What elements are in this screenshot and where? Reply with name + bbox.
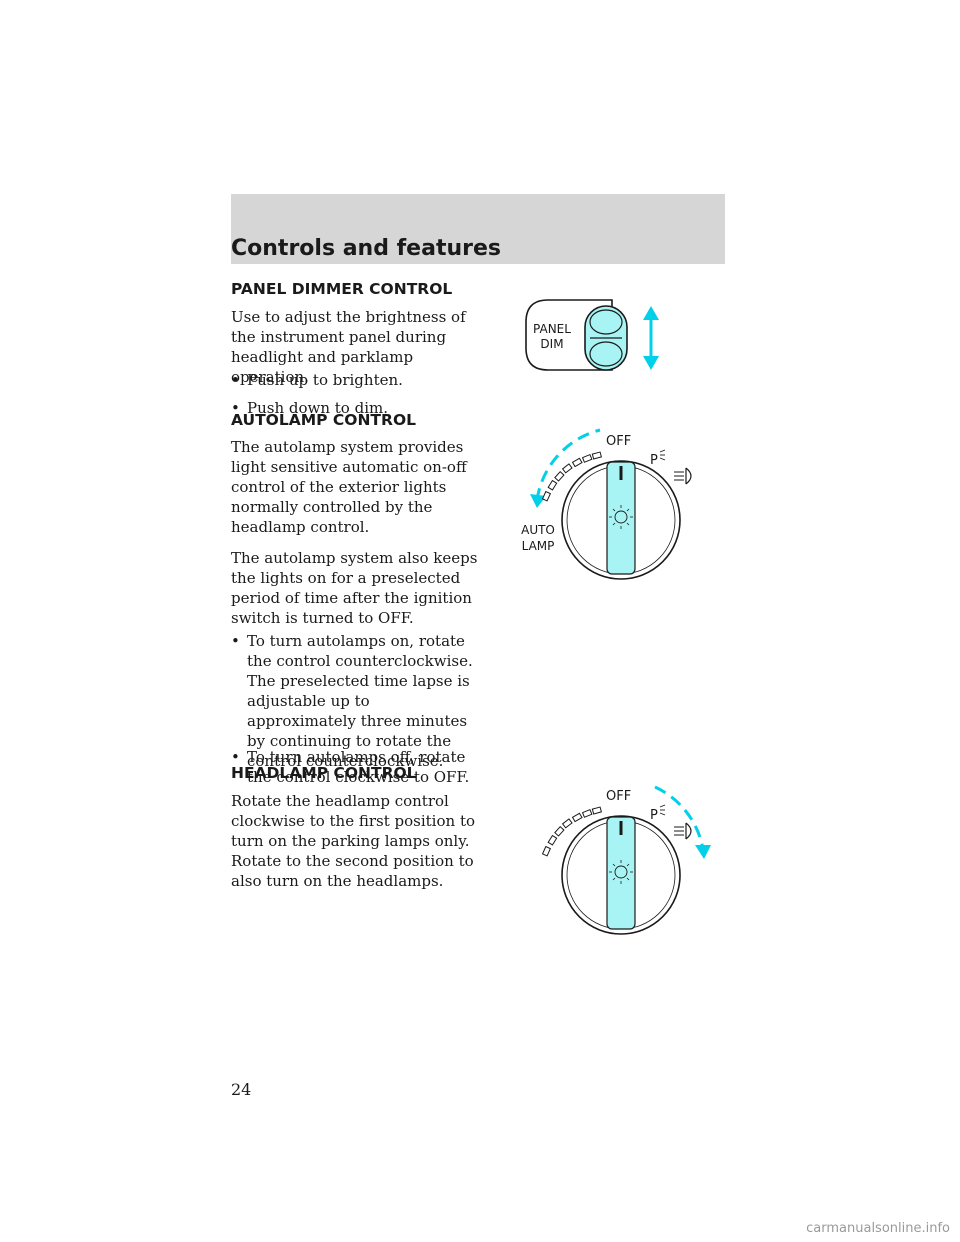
- autolamp-bullet-1: •To turn autolamps on, rotate the contro…: [231, 632, 473, 770]
- autolamp-park-label: P: [650, 453, 658, 468]
- parklamp-icon: [659, 804, 666, 816]
- autolamp-heading: AUTOLAMP CONTROL: [231, 411, 416, 429]
- dash-light-icon: [609, 505, 633, 529]
- position-ticks: [541, 451, 602, 502]
- up-down-arrow-icon: [643, 306, 659, 370]
- autolamp-bullet-2: •To turn autolamps off, rotate the contr…: [231, 748, 470, 786]
- panel-dim-figure: PANEL DIM: [525, 299, 659, 371]
- headlamp-para: Rotate the headlamp control clockwise to…: [231, 792, 475, 890]
- header-band: [231, 194, 725, 264]
- watermark: carmanualsonline.info: [806, 1221, 950, 1236]
- autolamp-para-1: The autolamp system provides light sensi…: [231, 438, 467, 536]
- page-number: 24: [231, 1080, 252, 1099]
- autolamp-para-2: The autolamp system also keeps the light…: [231, 549, 478, 627]
- section-title: Controls and features: [231, 236, 501, 261]
- headlamp-heading: HEADLAMP CONTROL: [231, 764, 417, 782]
- position-ticks: [541, 806, 602, 857]
- autolamp-figure: OFF P AUTO LAMP: [521, 428, 692, 580]
- panel-dimmer-bullet-2: •Push down to dim.: [231, 399, 388, 417]
- headlamp-off-label: OFF: [606, 789, 631, 804]
- knob-grip: [606, 461, 636, 575]
- clockwise-arrow-icon: [695, 845, 711, 859]
- panel-dimmer-heading: PANEL DIMMER CONTROL: [231, 280, 453, 298]
- parklamp-icon: [659, 449, 666, 461]
- knob-grip: [606, 816, 636, 930]
- headlamp-icon: [674, 467, 692, 485]
- panel-dim-label-1: PANEL: [533, 322, 571, 336]
- autolamp-off-label: OFF: [606, 434, 631, 449]
- autolamp-auto-label-2: LAMP: [522, 539, 555, 553]
- panel-dim-label-2: DIM: [540, 337, 563, 351]
- autolamp-auto-label-1: AUTO: [521, 523, 555, 537]
- panel-dimmer-intro: Use to adjust the brightness of the inst…: [231, 308, 466, 386]
- headlamp-park-label: P: [650, 808, 658, 823]
- panel-dimmer-bullet-1: •Push up to brighten.: [231, 371, 403, 389]
- counterclockwise-arrow-icon: [530, 494, 546, 508]
- dash-light-icon: [609, 860, 633, 884]
- headlamp-icon: [674, 822, 692, 840]
- headlamp-figure: OFF P: [541, 785, 711, 935]
